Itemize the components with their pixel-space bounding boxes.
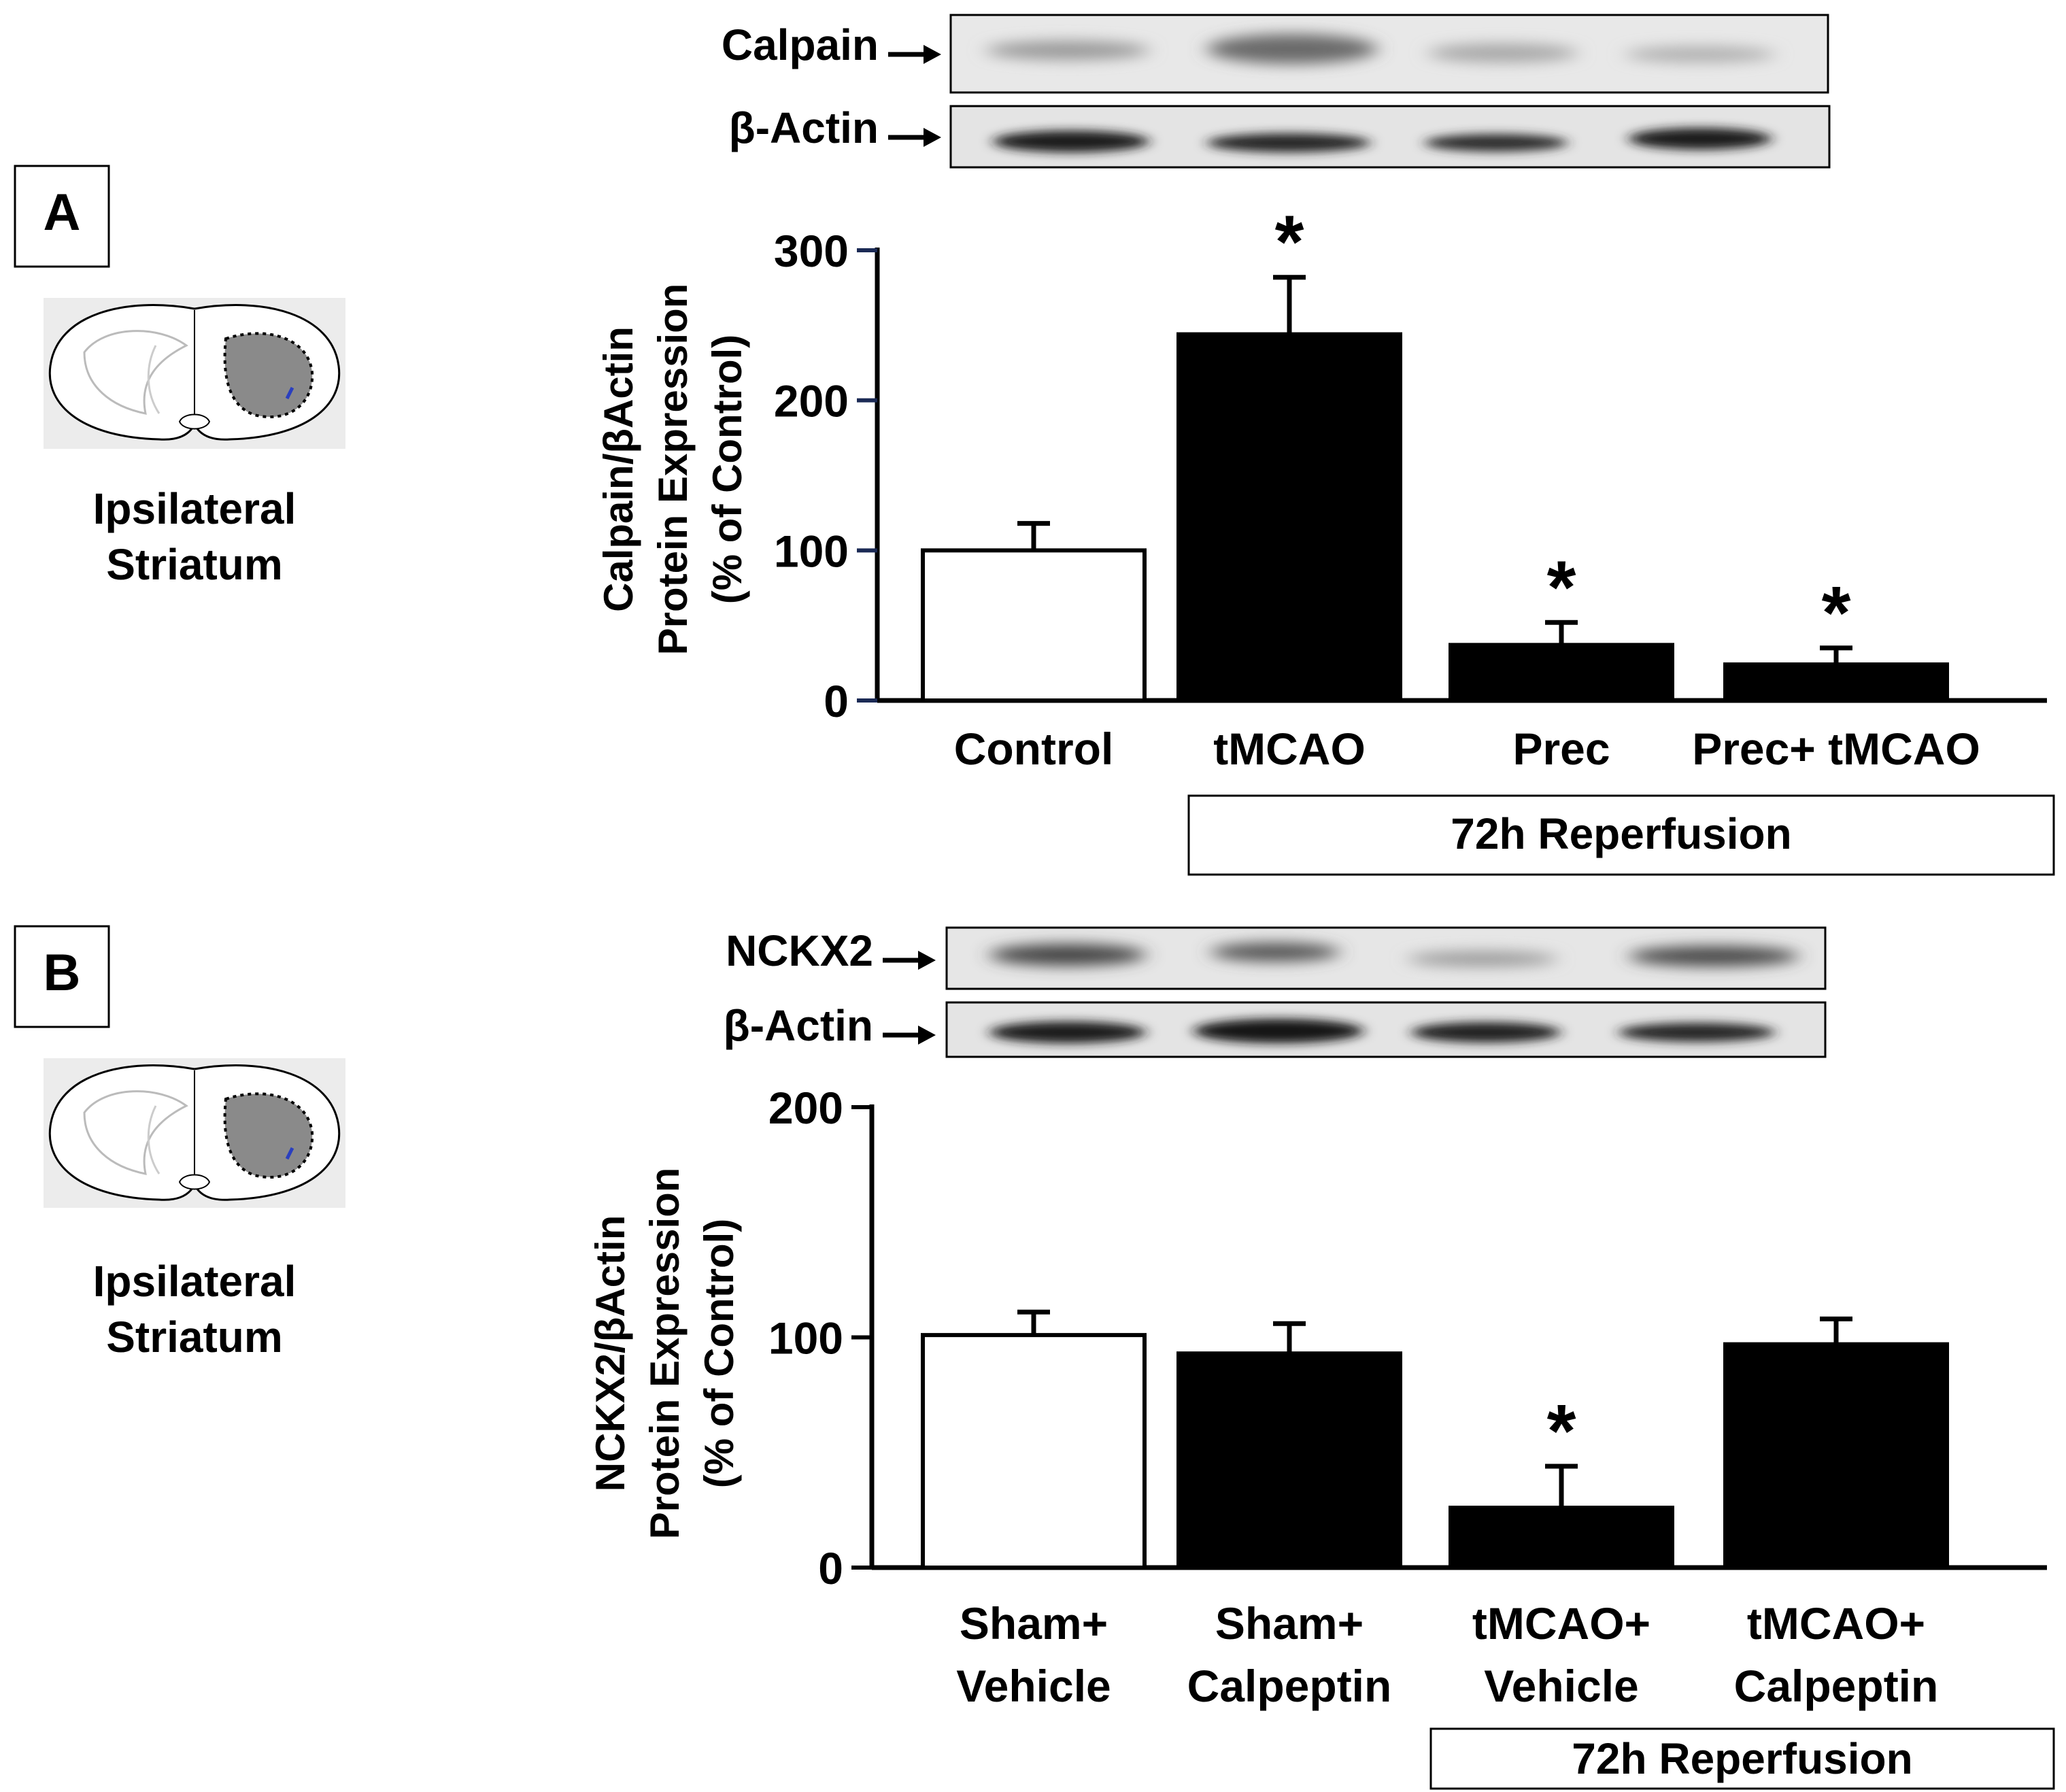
panel-b-reperfusion-label: 72h Reperfusion <box>1572 1734 1912 1783</box>
significance-marker: * <box>1547 1389 1576 1473</box>
category-label: tMCAO+ <box>1747 1598 1925 1649</box>
chart-b-ylabel-line-2: Protein Expression <box>642 1168 688 1540</box>
panel-b-reperfusion-box <box>1429 1727 2055 1790</box>
bar <box>921 548 1147 703</box>
bar <box>1723 1342 1949 1570</box>
bar <box>1449 643 1674 703</box>
y-tick-label: 0 <box>824 676 849 726</box>
panel-b-region-line-1: Ipsilateral <box>93 1257 297 1306</box>
panel-b: B Ipsilateral Striatum NCKX2 <box>14 925 2055 1790</box>
chart-a: Calpain/βActin Protein Expression (% of … <box>596 201 2047 774</box>
bar <box>1723 662 1949 703</box>
y-tick-label: 200 <box>774 376 849 426</box>
blot-b-label-1: NCKX2 <box>726 926 873 975</box>
category-label: Control <box>954 724 1114 774</box>
significance-marker: * <box>1275 201 1304 284</box>
y-tick-label: 100 <box>774 526 849 576</box>
blot-b: NCKX2 β-Actin <box>724 926 1827 1058</box>
chart-a-ylabel-line-2: Protein Expression <box>650 284 696 656</box>
category-label: Prec+ tMCAO <box>1692 724 1980 774</box>
category-label: Prec <box>1512 724 1610 774</box>
panel-b-region-line-2: Striatum <box>106 1313 283 1362</box>
y-tick-label: 200 <box>768 1083 843 1133</box>
brain-schematic-b <box>44 1058 345 1208</box>
chart-b-ylabel-line-1: NCKX2/βActin <box>588 1215 633 1492</box>
panel-b-letter-box <box>14 925 110 1028</box>
category-label: Sham+ <box>1215 1598 1364 1649</box>
category-label: Vehicle <box>1484 1661 1639 1711</box>
panel-a-reperfusion-label: 72h Reperfusion <box>1451 809 1791 858</box>
blot-a-label-1: Calpain <box>722 20 879 69</box>
blot-a: Calpain β-Actin <box>722 14 1831 169</box>
blot-b-label-2: β-Actin <box>724 1001 873 1050</box>
panel-a-letter: A <box>44 184 81 241</box>
chart-b-ylabel-line-3: (% of Control) <box>696 1219 742 1489</box>
y-tick-label: 100 <box>768 1313 843 1364</box>
panel-a: A Ipsilateral Striatum Calpain <box>14 14 2055 876</box>
significance-marker: * <box>1822 571 1851 655</box>
panel-a-region-line-2: Striatum <box>106 540 283 589</box>
chart-a-ylabel-line-3: (% of Control) <box>705 335 750 605</box>
significance-marker: * <box>1547 545 1576 629</box>
category-label: Sham+ <box>960 1598 1108 1649</box>
bar <box>1176 1351 1402 1570</box>
chart-a-ylabel-line-1: Calpain/βActin <box>596 326 641 612</box>
category-label: Calpeptin <box>1734 1661 1939 1711</box>
y-tick-label: 300 <box>774 226 849 276</box>
panel-b-letter: B <box>44 944 81 1002</box>
brain-schematic-a <box>44 298 345 449</box>
bar <box>1176 332 1402 703</box>
category-label: tMCAO+ <box>1472 1598 1650 1649</box>
y-tick-label: 0 <box>818 1543 843 1593</box>
category-label: Vehicle <box>956 1661 1111 1711</box>
panel-a-reperfusion-box <box>1187 794 2055 876</box>
category-label: Calpeptin <box>1187 1661 1392 1711</box>
bar <box>1449 1505 1674 1570</box>
panel-a-letter-box <box>14 165 110 268</box>
chart-b: NCKX2/βActin Protein Expression (% of Co… <box>588 1083 2047 1711</box>
category-label: tMCAO <box>1213 724 1366 774</box>
blot-a-label-2: β-Actin <box>729 103 879 152</box>
bar <box>921 1333 1147 1570</box>
panel-a-region-line-1: Ipsilateral <box>93 484 297 533</box>
